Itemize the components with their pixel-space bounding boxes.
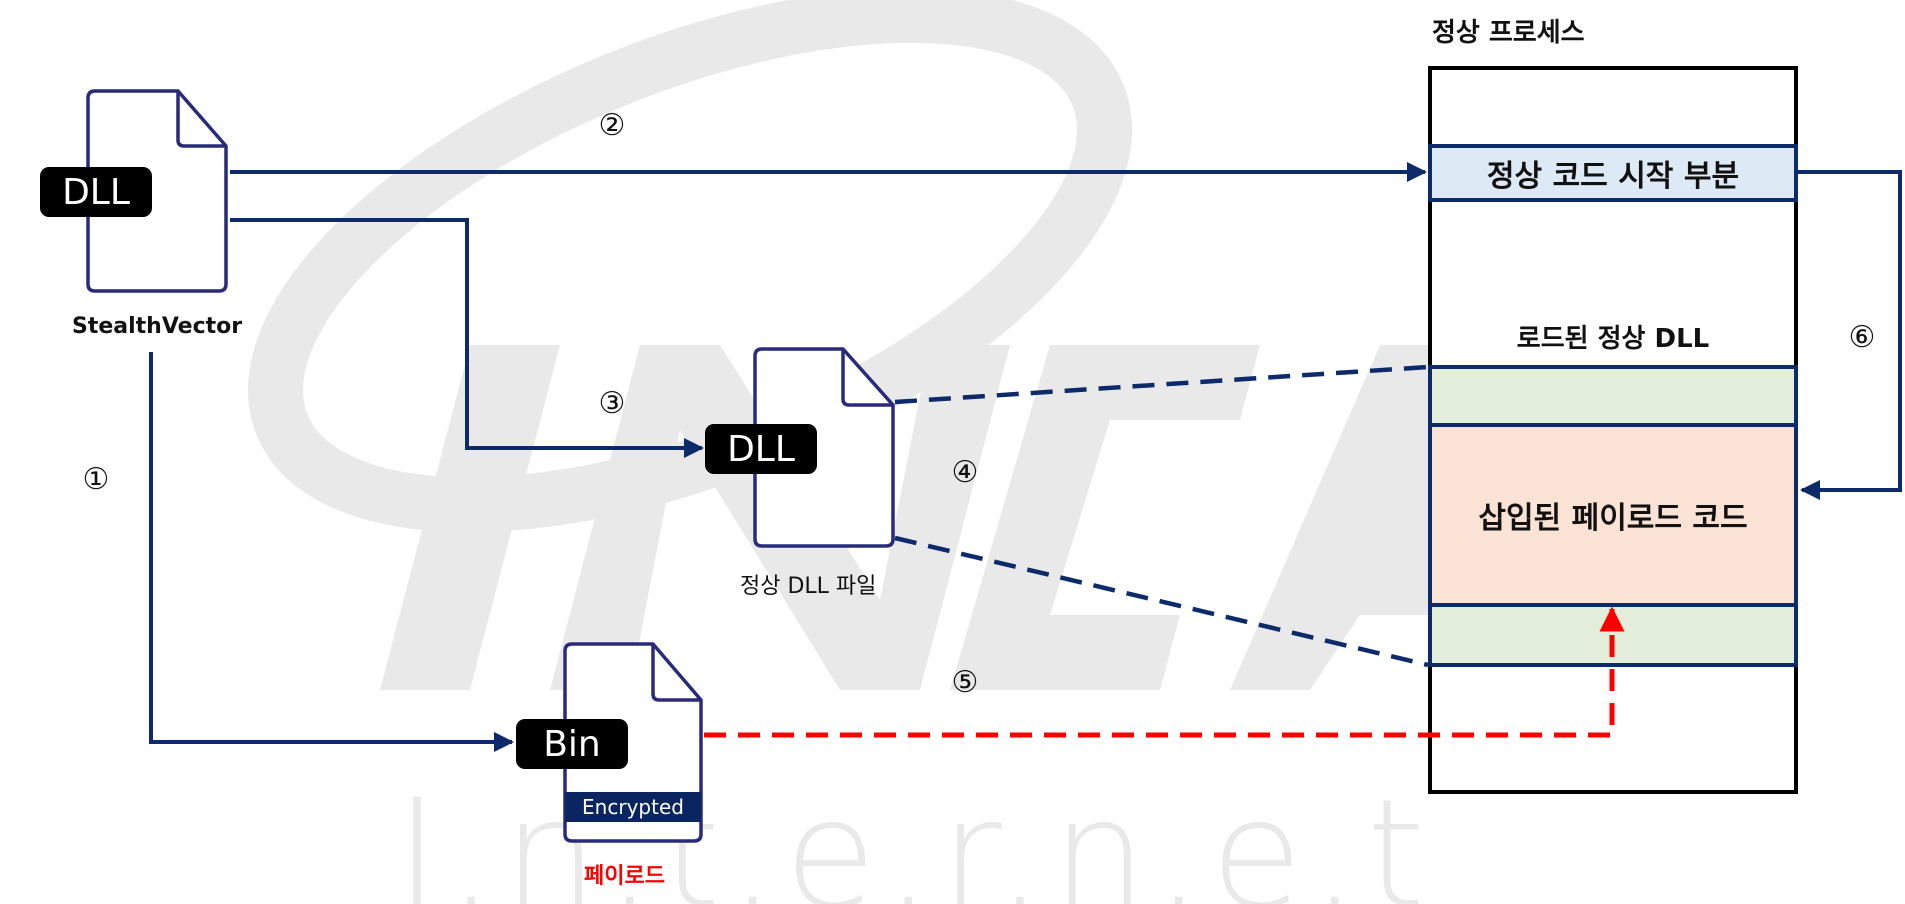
step-4-label: ④ [951, 455, 979, 490]
arrow-step-6 [1798, 170, 1902, 500]
arrow-step-1 [149, 352, 514, 752]
step-3-label: ③ [598, 386, 626, 421]
dashed-line-step-4-bottom [894, 535, 1429, 668]
code-start-region [1428, 144, 1798, 202]
encrypted-band: Encrypted [565, 792, 701, 822]
normal-dll-tag: DLL [705, 424, 817, 474]
normal-dll-file-icon [753, 347, 895, 548]
step-5-label: ⑤ [951, 665, 979, 700]
loaded-dll-top-region [1428, 365, 1798, 427]
injected-code-region [1428, 423, 1798, 607]
payload-label: 페이로드 [584, 864, 665, 889]
stealth-file-icon [86, 89, 228, 293]
step-6-label: ⑥ [1848, 320, 1876, 355]
payload-file-icon [563, 642, 703, 843]
step-1-label: ① [82, 462, 110, 497]
code-start-label: 정상 코드 시작 부분 [1486, 159, 1740, 194]
payload-bin-tag: Bin [516, 719, 628, 769]
process-title: 정상 프로세스 [1432, 18, 1585, 48]
injected-code-label: 삽입된 페이로드 코드 [1478, 501, 1748, 536]
loaded-dll-label: 로드된 정상 DLL [1516, 323, 1710, 354]
stealth-dll-tag: DLL [40, 167, 152, 217]
step-2-label: ② [598, 108, 626, 143]
normal-dll-file-label: 정상 DLL 파일 [740, 574, 877, 599]
stealthvector-label: StealthVector [72, 314, 243, 339]
dashed-line-step-4-top [894, 364, 1429, 405]
arrow-step-3 [230, 218, 704, 458]
arrow-step-5 [704, 606, 1625, 738]
